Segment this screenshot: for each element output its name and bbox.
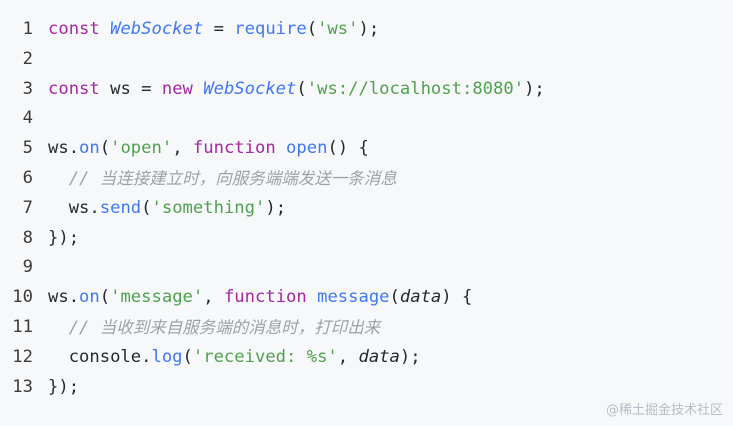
line-number: 2	[22, 48, 33, 69]
code-token: send	[99, 197, 142, 218]
code-line: 3 const ws = new WebSocket('ws://localhos…	[0, 75, 733, 105]
code-token: 'ws'	[317, 19, 359, 39]
code-token: (	[296, 78, 307, 99]
code-text: ws.on('message', function message(data) …	[48, 283, 472, 313]
line-number: 11	[12, 316, 33, 337]
code-text: const ws = new WebSocket('ws://localhost…	[48, 75, 545, 105]
code-token: 当收到来自服务端的消息时，打印出来	[99, 317, 381, 337]
code-line: 9	[0, 253, 733, 283]
code-token: ,	[203, 287, 224, 308]
code-token: );	[524, 78, 545, 99]
line-number: 7	[22, 197, 33, 218]
code-token: require	[234, 19, 307, 39]
line-number: 10	[12, 287, 33, 308]
code-token: (	[99, 287, 111, 308]
code-line: 1 const WebSocket = require('ws');	[0, 15, 733, 45]
code-token: ws.	[48, 197, 100, 218]
code-line: 2	[0, 45, 733, 75]
code-text: // 当收到来自服务端的消息时，打印出来	[48, 313, 381, 343]
code-line: 11 // 当收到来自服务端的消息时，打印出来	[0, 313, 733, 343]
line-number: 1	[22, 19, 33, 39]
code-token: 当连接建立时，向服务端端发送一条消息	[99, 168, 397, 188]
code-token: 'something'	[151, 197, 266, 218]
code-token: new	[161, 78, 204, 99]
code-token: const	[48, 78, 111, 99]
code-token: on	[79, 287, 100, 308]
line-number: 6	[22, 167, 33, 188]
code-token: WebSocket	[110, 19, 204, 39]
code-token: });	[48, 227, 80, 248]
code-line: 8});	[0, 224, 733, 254]
line-number: 4	[22, 108, 33, 129]
code-token: 'ws://localhost:8080'	[306, 78, 525, 99]
code-text: });	[48, 224, 79, 254]
code-token: ) {	[441, 287, 473, 308]
code-token: 'received: %s'	[192, 346, 338, 367]
code-token: ws =	[110, 78, 162, 99]
code-token: data	[399, 287, 442, 308]
code-token: const	[48, 19, 111, 39]
line-number: 8	[22, 227, 33, 248]
code-token: );	[399, 346, 421, 367]
code-line: 13});	[0, 373, 733, 403]
code-token: ,	[172, 138, 193, 159]
code-line: 7 ws.send('something');	[0, 194, 733, 224]
code-token: message	[317, 287, 390, 308]
code-token: ws.	[48, 287, 80, 308]
code-token: on	[79, 138, 100, 159]
code-token: ,	[337, 346, 359, 367]
code-token: //	[48, 168, 100, 189]
code-token: function	[223, 287, 318, 308]
code-text: // 当连接建立时，向服务端端发送一条消息	[48, 164, 397, 194]
code-token: log	[151, 346, 183, 367]
code-token: data	[358, 346, 400, 367]
code-token: () {	[327, 138, 369, 159]
line-number: 13	[12, 376, 33, 397]
code-token: 'message'	[110, 287, 204, 308]
code-token: =	[203, 19, 235, 39]
code-text: ws.on('open', function open() {	[48, 134, 369, 164]
code-token: );	[265, 197, 287, 218]
code-token: (	[306, 19, 318, 39]
code-token: open	[286, 138, 328, 159]
code-token: });	[48, 376, 80, 397]
code-token: 'open'	[110, 138, 173, 159]
code-token: ws.	[48, 138, 80, 159]
line-number: 9	[22, 257, 33, 278]
code-line: 6 // 当连接建立时，向服务端端发送一条消息	[0, 164, 733, 194]
line-number: 3	[22, 78, 33, 99]
code-line: 4	[0, 104, 733, 134]
watermark-text: @稀土掘金技术社区	[605, 403, 723, 418]
code-token: (	[389, 287, 400, 308]
code-token: //	[48, 317, 100, 338]
code-token: (	[141, 197, 152, 218]
code-text: ws.send('something');	[48, 194, 286, 224]
code-text: });	[48, 373, 79, 403]
code-text: const WebSocket = require('ws');	[48, 15, 379, 45]
line-number: 5	[22, 138, 33, 159]
code-text: console.log('received: %s', data);	[48, 343, 421, 373]
code-line: 5 ws.on('open', function open() {	[0, 134, 733, 164]
code-token: );	[358, 19, 380, 39]
code-token: console.	[48, 346, 152, 367]
code-token: (	[99, 138, 111, 159]
code-token: function	[192, 138, 287, 159]
line-number: 12	[12, 346, 33, 367]
code-line: 12 console.log('received: %s', data);	[0, 343, 733, 373]
code-token: (	[182, 346, 193, 367]
code-token: WebSocket	[203, 78, 297, 99]
